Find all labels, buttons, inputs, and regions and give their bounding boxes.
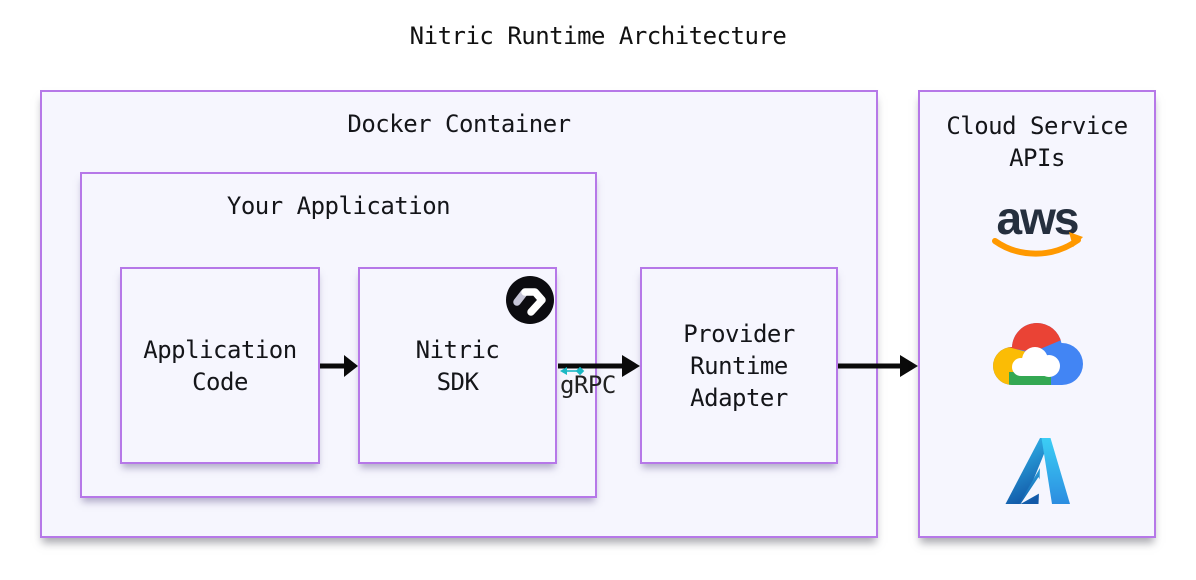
provider-line3: Adapter <box>690 383 788 412</box>
nitric-logo-icon <box>505 275 555 325</box>
aws-logo-icon: aws <box>920 194 1154 260</box>
azure-logo-icon <box>920 434 1154 508</box>
provider-runtime-adapter-label: Provider Runtime Adapter <box>642 269 836 462</box>
application-code-line1: Application <box>143 335 297 364</box>
provider-line1: Provider <box>683 319 795 348</box>
your-application-box: Your Application Application Code Nitric… <box>80 172 597 498</box>
application-code-label: Application Code <box>122 269 318 462</box>
docker-container-label: Docker Container <box>347 110 571 138</box>
docker-container-box: Docker Container Your Application Applic… <box>40 90 878 538</box>
grpc-label: gRPC <box>560 371 616 399</box>
cloud-label-line2: APIs <box>1009 144 1065 172</box>
diagram-title: Nitric Runtime Architecture <box>409 22 787 50</box>
nitric-sdk-box: Nitric SDK <box>358 267 557 464</box>
nitric-sdk-label: Nitric SDK <box>360 269 555 462</box>
provider-line2: Runtime <box>690 351 788 380</box>
application-code-line2: Code <box>192 367 248 396</box>
cloud-label-line1: Cloud Service <box>946 112 1128 140</box>
arrow-adapter-to-cloud-icon <box>838 351 918 381</box>
grpc-route-mark-icon <box>560 362 586 381</box>
nitric-sdk-line1: Nitric <box>415 335 500 364</box>
grpc-label-group: gRPC <box>560 362 640 399</box>
arrow-code-to-sdk-icon <box>320 351 358 381</box>
arrow-sdk-to-adapter-icon <box>558 351 640 381</box>
nitric-sdk-line2: SDK <box>436 367 479 396</box>
cloud-service-apis-box: Cloud Service APIs aws <box>918 90 1156 538</box>
application-code-box: Application Code <box>120 267 320 464</box>
cloud-service-apis-label: Cloud Service APIs <box>920 110 1154 174</box>
your-application-label: Your Application <box>226 192 451 220</box>
provider-runtime-adapter-box: Provider Runtime Adapter <box>640 267 838 464</box>
google-cloud-logo-icon <box>920 316 1154 396</box>
aws-wordmark: aws <box>997 194 1078 244</box>
